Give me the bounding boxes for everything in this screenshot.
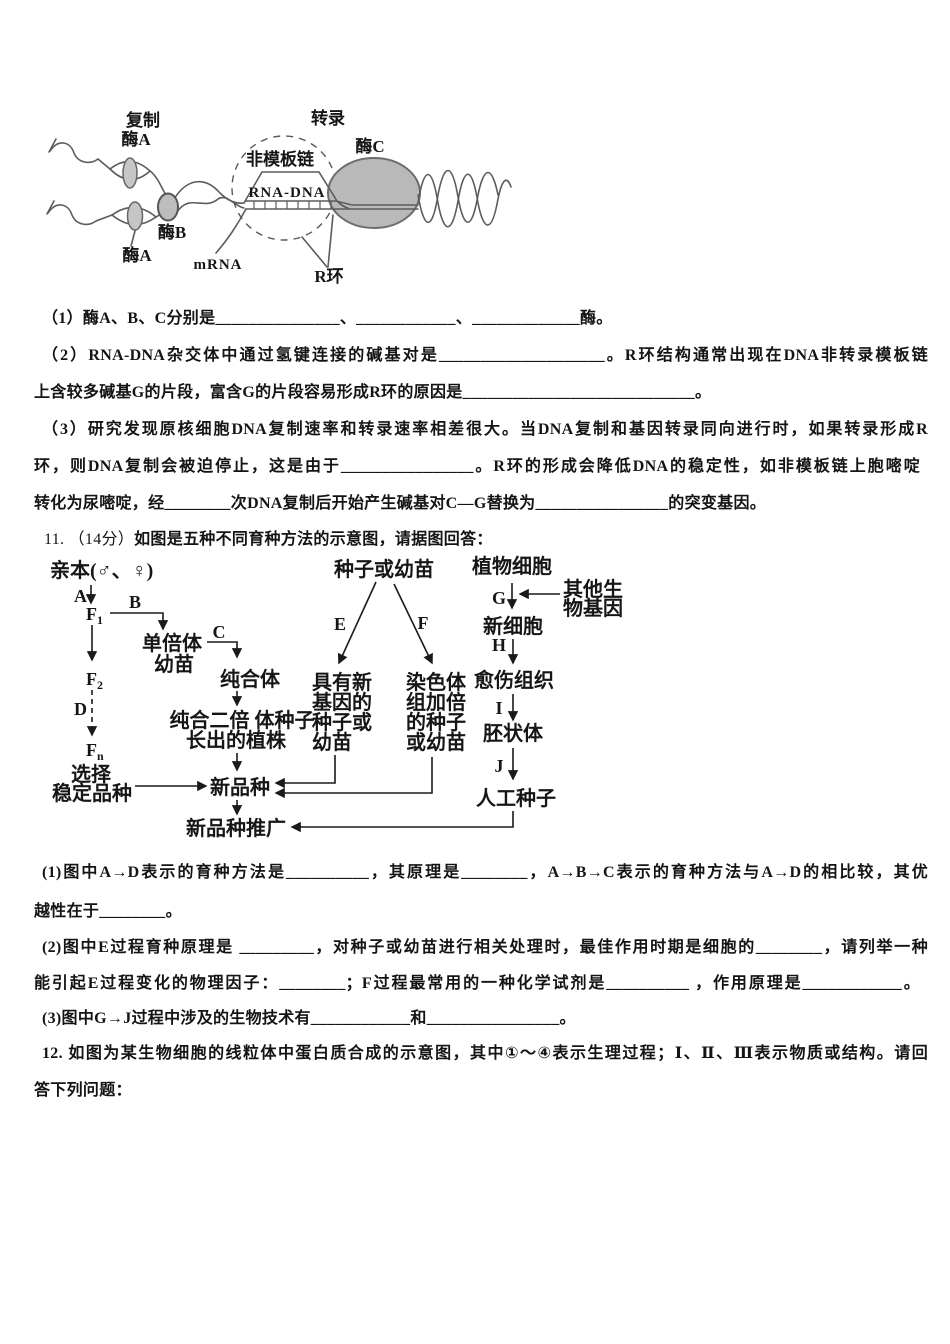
- flow-label-D: D: [74, 699, 87, 719]
- question-line: 环，则DNA复制会被迫停止，这是由于________________。R环的形成…: [34, 458, 920, 475]
- question-line: 越性在于________。: [34, 903, 182, 920]
- svg-text:组加倍: 组加倍: [406, 690, 466, 714]
- flow-node-other-genes-1: 其他生: [563, 577, 623, 601]
- transcription-replication-diagram: 复制 酶A 转录 非模板链 酶C RNA-DNA 酶B 酶A mRNA R环: [46, 108, 512, 286]
- label-mrna: mRNA: [194, 257, 243, 273]
- flow-node-promotion: 新品种推广: [186, 816, 286, 840]
- question-12-header: 12. 如图为某生物细胞的线粒体中蛋白质合成的示意图，其中①～④表示生理过程；Ⅰ…: [42, 1045, 928, 1062]
- question-line: （1）酶A、B、C分别是_______________、____________…: [42, 310, 613, 327]
- flow-label-C: C: [213, 622, 226, 642]
- svg-text:基因的: 基因的: [312, 690, 372, 714]
- flow-label-I: I: [495, 698, 502, 718]
- question-line: 转化为尿嘧啶，经________次DNA复制后开始产生碱基对C—G替换为____…: [34, 495, 767, 512]
- flow-node-plant-cell: 植物细胞: [472, 554, 552, 578]
- label-enzyme-a-bottom: 酶A: [122, 245, 152, 265]
- question-line: （2）RNA-DNA杂交体中通过氢键连接的碱基对是_______________…: [42, 347, 928, 364]
- flow-connectors: [85, 581, 560, 833]
- flow-node-homozygous-diploid-2: 长出的植株: [186, 728, 287, 752]
- label-enzyme-b: 酶B: [158, 222, 186, 242]
- label-replication: 复制: [125, 110, 160, 130]
- svg-text:的种子: 的种子: [406, 710, 466, 734]
- question-line: 能引起E过程变化的物理因子：________；F过程最常用的一种化学试剂是___…: [34, 975, 920, 992]
- flow-node-f1: F1: [86, 604, 103, 627]
- svg-text:具有新: 具有新: [312, 670, 372, 694]
- flow-node-other-genes-2: 物基因: [563, 596, 623, 620]
- breeding-methods-flowchart: 亲本(♂、♀) A F1 B 单倍体 幼苗 C 纯合体 纯合二倍 体种子 长出的…: [50, 554, 623, 840]
- flow-node-new-cell: 新细胞: [483, 614, 543, 638]
- dna-strands: [46, 138, 512, 268]
- flow-node-select-1: 选择: [71, 763, 112, 786]
- flow-node-homozygous-diploid-1: 纯合二倍 体种子: [170, 708, 315, 732]
- non-template-strand: [243, 171, 349, 209]
- enzyme-a-bottom-ellipse: [126, 201, 144, 231]
- label-non-template-strand: 非模板链: [246, 149, 315, 169]
- flow-node-artificial-seed: 人工种子: [476, 787, 556, 810]
- flow-node-fn: Fn: [86, 740, 104, 763]
- question-line: (3)图中G→J过程中涉及的生物技术有____________和________…: [42, 1010, 576, 1027]
- flow-label-G: G: [492, 588, 506, 608]
- r-loop-pointer: [301, 214, 334, 268]
- mrna-strand: [215, 208, 247, 254]
- question-line: 上含较多碱基G的片段，富含G的片段容易形成R环的原因是_____________…: [34, 384, 712, 401]
- question-line: 答下列问题：: [34, 1082, 132, 1099]
- svg-text:染色体: 染色体: [406, 670, 467, 694]
- label-enzyme-c: 酶C: [355, 136, 384, 156]
- question-line: (1)图中A→D表示的育种方法是__________，其原理是________，…: [42, 864, 928, 881]
- flow-node-parents: 亲本(♂、♀): [50, 558, 153, 582]
- flow-node-homozygote: 纯合体: [220, 667, 281, 691]
- flow-node-haploid: 单倍体: [142, 631, 203, 655]
- flow-node-seedling: 幼苗: [154, 652, 194, 676]
- svg-text:或幼苗: 或幼苗: [406, 730, 466, 754]
- flow-label-E: E: [334, 614, 346, 634]
- flow-node-new-gene-seeds: 具有新 基因的 种子或 幼苗: [311, 670, 372, 754]
- flow-node-select-2: 稳定品种: [52, 781, 132, 805]
- enzyme-b-ellipse: [157, 192, 179, 222]
- base-pair-rungs: [253, 201, 332, 209]
- flow-node-seeds-or-seedlings: 种子或幼苗: [333, 557, 434, 581]
- flow-node-f2: F2: [86, 669, 103, 692]
- flow-node-embryoid: 胚状体: [483, 721, 544, 745]
- flow-label-B: B: [129, 592, 141, 612]
- label-r-loop: R环: [314, 267, 343, 286]
- question-line: （3）研究发现原核细胞DNA复制速率和转录速率相差很大。当DNA复制和基因转录同…: [42, 421, 928, 438]
- question-11-header: 11. （14分）如图是五种不同育种方法的示意图，请据图回答：: [44, 529, 493, 551]
- flow-node-callus: 愈伤组织: [473, 668, 554, 692]
- flow-label-J: J: [495, 756, 504, 776]
- question-line: (2)图中E过程育种原理是 _________，对种子或幼苗进行相关处理时，最佳…: [42, 939, 928, 956]
- label-transcription: 转录: [311, 108, 345, 128]
- flow-label-A: A: [74, 586, 87, 606]
- svg-text:种子或: 种子或: [311, 710, 372, 734]
- flow-node-new-variety: 新品种: [210, 775, 270, 799]
- enzyme-a-top-ellipse: [122, 157, 138, 189]
- question-title: 如图是五种不同育种方法的示意图，请据图回答：: [134, 531, 493, 548]
- svg-text:幼苗: 幼苗: [312, 730, 352, 754]
- flow-label-H: H: [492, 635, 506, 655]
- flow-node-chromosome-doubled-seeds: 染色体 组加倍 的种子 或幼苗: [406, 670, 467, 754]
- label-rna-dna: RNA-DNA: [249, 185, 326, 201]
- flow-label-F: F: [418, 613, 429, 633]
- enzyme-c-ellipse: [327, 157, 421, 229]
- label-enzyme-a-top: 酶A: [121, 129, 151, 149]
- question-number: 11. （14分）: [44, 531, 135, 548]
